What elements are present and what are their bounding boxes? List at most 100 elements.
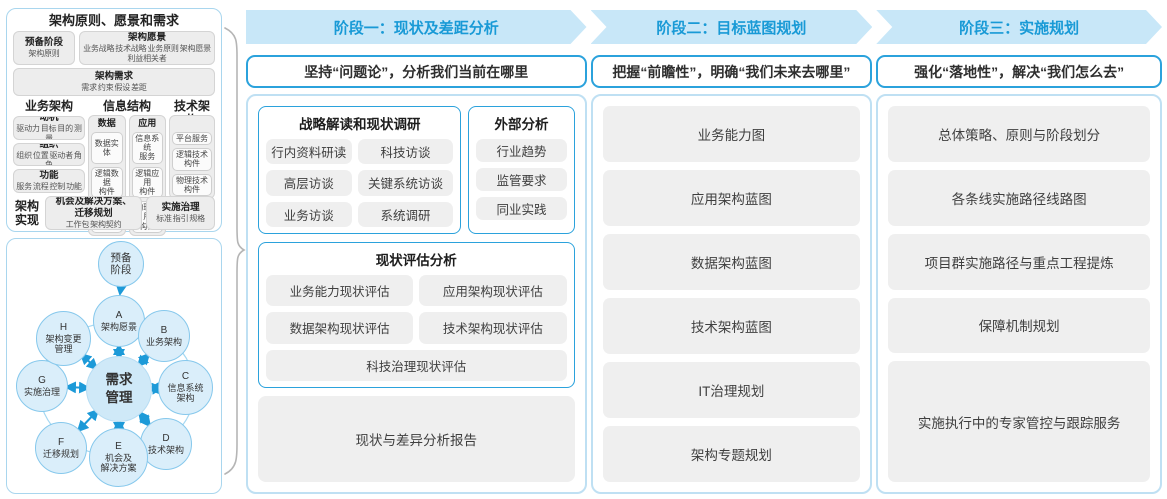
organization-box: 组织 组织 位置 驱动者 角色 xyxy=(13,142,85,167)
box-title: 机会及解决方案、 迁移规划 xyxy=(55,196,132,220)
assessment-item: 技术架构现状评估 xyxy=(419,312,567,344)
adm-cycle-panel: 预备 阶段 A 架构愿景 B 业务架构 C 信息系统 架构 D 技术架构 E 机… xyxy=(6,238,222,494)
phase-3-item: 实施执行中的专家管控与跟踪服务 xyxy=(888,361,1150,483)
phase-column-3: 阶段三：实施规划 强化“落地性”，解决“我们怎么去” 总体策略、原则与阶段划分 … xyxy=(876,10,1162,494)
strategy-item: 系统调研 xyxy=(357,201,454,227)
phase-1-subtitle: 坚持“问题论”，分析我们当前在哪里 xyxy=(246,55,587,88)
circle-label: 预备 阶段 xyxy=(110,251,132,276)
logical-data-item: 逻辑数据 构件 xyxy=(91,166,123,199)
phase-2-item: 技术架构蓝图 xyxy=(602,298,861,354)
assessment-item: 业务能力现状评估 xyxy=(266,275,414,307)
box-title: 功能 xyxy=(39,170,59,182)
external-analysis-group: 外部分析 行业趋势 监管要求 同业实践 xyxy=(468,106,575,234)
motivation-box: 动机 驱动力 目标 目的 测量 xyxy=(13,116,85,140)
technology-architecture-column: 技术架构 平台服务 逻辑技术 构件 物理技术 构件 xyxy=(169,99,215,199)
external-item: 同业实践 xyxy=(476,197,567,220)
box-title: 组织 xyxy=(39,142,59,150)
info-system-service-item: 信息系统 服务 xyxy=(131,132,163,164)
phase-3-item: 总体策略、原则与阶段划分 xyxy=(888,106,1150,162)
phase-column-1: 阶段一：现状及差距分析 坚持“问题论”，分析我们当前在哪里 战略解读和现状调研 … xyxy=(246,10,587,494)
phase-2-item: 架构专题规划 xyxy=(602,426,861,482)
adm-node-f: F 迁移规划 xyxy=(35,422,87,474)
node-id: H xyxy=(59,322,68,334)
architecture-vision-box: 架构愿景 业务战略 技术战略 业务原则 架构愿景 利益相关者 xyxy=(79,31,215,65)
adm-node-c: C 信息系统 架构 xyxy=(158,360,213,415)
node-label: 业务架构 xyxy=(145,336,182,347)
assessment-group: 现状评估分析 业务能力现状评估 应用架构现状评估 数据架构现状评估 技术架构现状… xyxy=(258,242,575,388)
phase-2-item: 数据架构蓝图 xyxy=(602,234,861,290)
node-label: 技术架构 xyxy=(147,444,184,455)
node-id: B xyxy=(160,325,168,337)
implementation-governance-box: 实施治理 标准 指引 规格 xyxy=(146,196,215,230)
node-label: 机会及 解决方案 xyxy=(100,452,137,474)
panel-title: 架构原则、愿景和需求 xyxy=(48,13,179,28)
phases-area: 阶段一：现状及差距分析 坚持“问题论”，分析我们当前在哪里 战略解读和现状调研 … xyxy=(246,10,1162,494)
phase-2-content: 业务能力图 应用架构蓝图 数据架构蓝图 技术架构蓝图 IT治理规划 架构专题规划 xyxy=(590,94,873,494)
architecture-implementation-row: 架构 实现 机会及解决方案、 迁移规划 工作包 架构契约 实施治理 标准 指引 … xyxy=(13,196,215,230)
node-label: 架构变更 管理 xyxy=(45,333,82,355)
strategy-item: 关键系统访谈 xyxy=(357,170,454,196)
strategy-item: 业务访谈 xyxy=(266,201,352,227)
requirements-row: 架构需求 需求 约束 假设 差距 xyxy=(13,68,215,96)
box-title: 预备阶段 xyxy=(24,37,63,49)
prep-to-a-arrow xyxy=(115,283,128,296)
opportunities-migration-box: 机会及解决方案、 迁移规划 工作包 架构契约 xyxy=(45,196,143,230)
architecture-principles-panel: 架构原则、愿景和需求 预备阶段 架构原则 架构愿景 业务战略 技术战略 业务原则… xyxy=(6,8,222,236)
phase-2-subtitle: 把握“前瞻性”，明确“我们未来去哪里” xyxy=(590,55,873,88)
node-label: 实施治理 xyxy=(23,386,60,397)
adm-node-g: G 实施治理 xyxy=(16,360,68,412)
strategy-research-group: 战略解读和现状调研 行内资料研读 科技访谈 高层访谈 关键系统访谈 业务访谈 系… xyxy=(258,106,462,234)
node-label: 架构愿景 xyxy=(100,321,137,332)
phase-2-item: 应用架构蓝图 xyxy=(602,170,861,226)
adm-node-d: D 技术架构 xyxy=(140,418,192,470)
box-title: 动机 xyxy=(39,116,59,124)
box-title: 架构需求 xyxy=(94,71,133,83)
adm-node-a: A 架构愿景 xyxy=(93,295,145,347)
node-label: 信息系统 架构 xyxy=(167,382,204,404)
phase-column-2: 阶段二：目标蓝图规划 把握“前瞻性”，明确“我们未来去哪里” 业务能力图 应用架… xyxy=(590,10,873,494)
node-label: 迁移规划 xyxy=(42,448,79,459)
platform-service-item: 平台服务 xyxy=(172,132,212,146)
architecture-domains-row: 业务架构 动机 驱动力 目标 目的 测量 组织 组织 位置 驱动者 角色 功能 … xyxy=(13,99,215,236)
implementation-label: 架构 实现 xyxy=(14,198,39,227)
box-sub: 服务 流程 控制 功能 xyxy=(16,182,82,192)
group-title: 现状评估分析 xyxy=(375,253,457,268)
phase-2-item: 业务能力图 xyxy=(602,106,861,162)
phase-1-content: 战略解读和现状调研 行内资料研读 科技访谈 高层访谈 关键系统访谈 业务访谈 系… xyxy=(246,94,587,494)
strategy-item: 科技访谈 xyxy=(357,139,454,165)
box-title: 实施治理 xyxy=(161,202,200,214)
adm-node-b: B 业务架构 xyxy=(138,310,190,362)
adm-node-h: H 架构变更 管理 xyxy=(36,311,91,366)
box-sub: 工作包 架构契约 xyxy=(65,220,122,230)
phase-3-item: 保障机制规划 xyxy=(888,297,1150,354)
center-g-arrow xyxy=(64,381,91,394)
spacer xyxy=(172,118,212,129)
column-header: 技术架构 xyxy=(173,99,210,127)
data-entity-item: 数据实体 xyxy=(91,132,123,164)
adm-center-circle: 需求 管理 xyxy=(86,356,152,422)
phase-3-item: 各条线实施路径线路图 xyxy=(888,169,1150,226)
phase-3-item: 项目群实施路径与重点工程提炼 xyxy=(888,233,1150,290)
node-id: D xyxy=(162,433,170,445)
subcolumn-header: 数据 xyxy=(97,118,116,128)
business-architecture-column: 业务架构 动机 驱动力 目标 目的 测量 组织 组织 位置 驱动者 角色 功能 … xyxy=(13,99,85,194)
external-item: 监管要求 xyxy=(476,168,567,191)
group-title: 外部分析 xyxy=(494,117,549,132)
prep-phase-circle: 预备 阶段 xyxy=(98,241,144,287)
logical-app-item: 逻辑应用 构件 xyxy=(131,166,163,199)
group-title: 战略解读和现状调研 xyxy=(298,117,421,132)
box-sub: 标准 指引 规格 xyxy=(156,214,205,224)
node-id: E xyxy=(115,441,122,453)
architecture-requirements-box: 架构需求 需求 约束 假设 差距 xyxy=(13,68,215,96)
assessment-item: 科技治理现状评估 xyxy=(266,349,567,381)
box-sub: 业务战略 技术战略 业务原则 架构愿景 利益相关者 xyxy=(83,44,211,63)
subcolumn-header: 应用 xyxy=(138,118,157,128)
physical-tech-item: 物理技术 构件 xyxy=(172,173,212,196)
prep-vision-row: 预备阶段 架构原则 架构愿景 业务战略 技术战略 业务原则 架构愿景 利益相关者 xyxy=(13,31,215,65)
center-label: 需求 管理 xyxy=(105,372,133,405)
box-sub: 组织 位置 驱动者 角色 xyxy=(16,150,82,167)
phase-2-header: 阶段二：目标蓝图规划 xyxy=(591,10,873,44)
node-id: G xyxy=(38,375,46,387)
adm-node-e: E 机会及 解决方案 xyxy=(89,428,148,487)
